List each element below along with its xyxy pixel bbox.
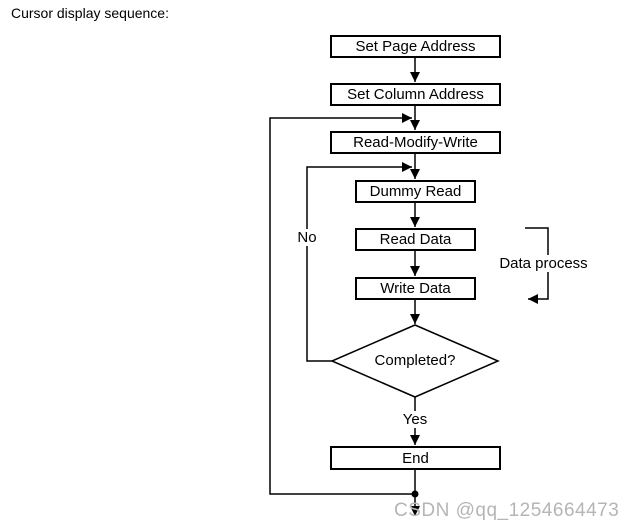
outer-loop-line (269, 113, 415, 495)
no-loop-line (306, 162, 412, 362)
watermark-text: CSDN @qq_1254664473 (394, 500, 620, 521)
decision-diamond (330, 324, 500, 398)
edge-label-no: No (291, 229, 323, 246)
node-write-data: Write Data (355, 277, 476, 300)
data-process-label: Data process (497, 255, 590, 272)
node-set-page-address: Set Page Address (330, 35, 501, 58)
page-title: Cursor display sequence: (11, 5, 169, 21)
edge-label-yes: Yes (396, 411, 434, 428)
node-dummy-read: Dummy Read (355, 180, 476, 203)
node-end: End (330, 446, 501, 470)
node-set-column-address: Set Column Address (330, 83, 501, 106)
junction-dot (411, 490, 419, 498)
node-read-modify-write: Read-Modify-Write (330, 131, 501, 154)
node-completed-label: Completed? (374, 352, 456, 369)
node-read-data: Read Data (355, 228, 476, 251)
